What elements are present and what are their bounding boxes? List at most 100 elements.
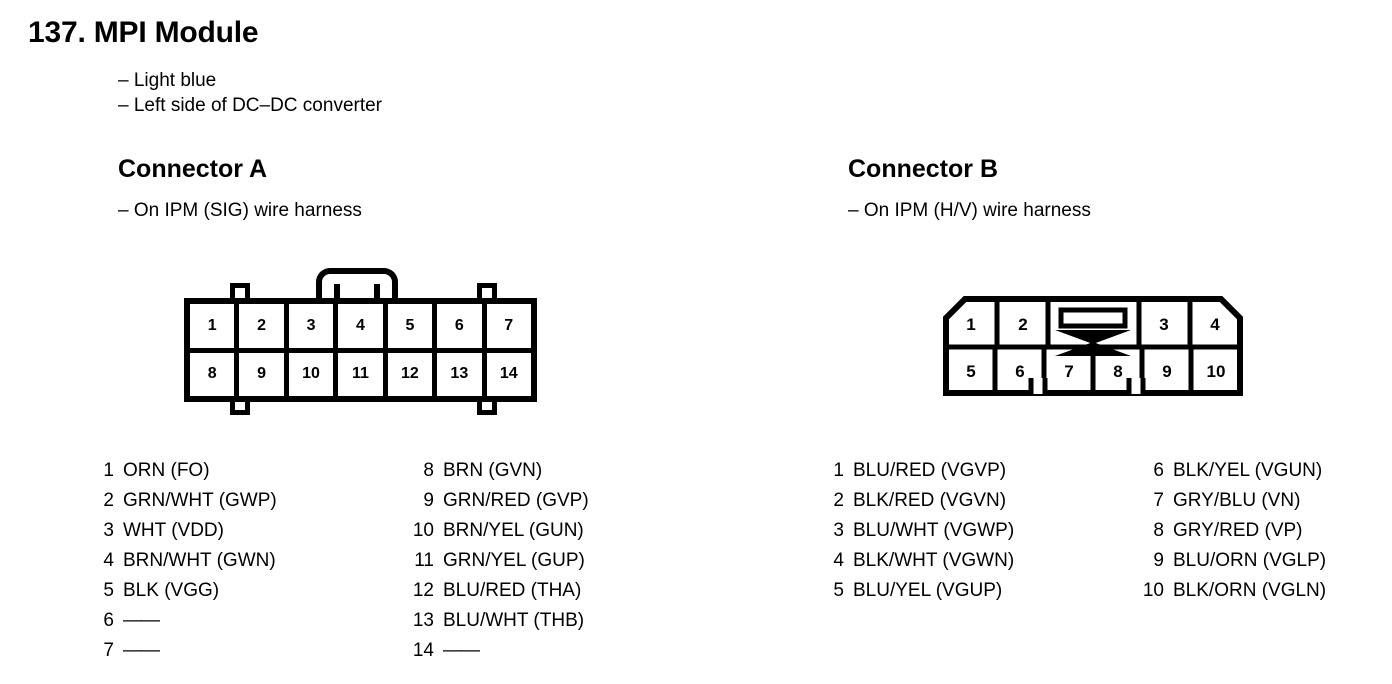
pin-number: 7 bbox=[1153, 490, 1164, 511]
pin-list-item: 6 BLK/YEL (VGUN) bbox=[1136, 456, 1326, 486]
connector-a-pin-cell: 5 bbox=[388, 304, 438, 348]
pin-number: 10 bbox=[412, 520, 434, 541]
pin-label: GRN/YEL (GUP) bbox=[443, 550, 585, 571]
connector-a-pin-cell: 12 bbox=[388, 352, 438, 396]
pin-label: ORN (FO) bbox=[123, 460, 210, 481]
connector-a-pin-cell: 13 bbox=[437, 352, 487, 396]
pin-number: 6 bbox=[1153, 460, 1164, 481]
pin-number: 4 bbox=[833, 550, 844, 571]
connector-a-pin-cell: 14 bbox=[499, 365, 518, 383]
connector-b-subtitle: – On IPM (H/V) wire harness bbox=[848, 200, 1091, 221]
pin-list-item: 12 BLU/RED (THA) bbox=[406, 576, 589, 606]
module-notes: – Light blue – Left side of DC–DC conver… bbox=[118, 68, 382, 118]
connector-b-pin-cell: 1 bbox=[966, 315, 975, 334]
pin-label: BLU/WHT (THB) bbox=[443, 610, 585, 631]
pin-number: 8 bbox=[423, 460, 434, 481]
pin-number: 14 bbox=[412, 640, 434, 661]
connector-a-notch-bottom-left bbox=[230, 398, 250, 415]
pin-label: GRN/WHT (GWP) bbox=[123, 490, 277, 511]
connector-a-housing: 1 2 3 4 5 6 7 8 9 10 11 12 13 14 bbox=[184, 298, 537, 402]
pin-number: 7 bbox=[103, 640, 114, 661]
pin-list-item: 2 GRN/WHT (GWP) bbox=[86, 486, 277, 516]
pin-list-item: 1 ORN (FO) bbox=[86, 456, 277, 486]
module-note: – Left side of DC–DC converter bbox=[118, 95, 383, 116]
pin-label: BLK/ORN (VGLN) bbox=[1173, 580, 1327, 601]
pin-number: 6 bbox=[103, 610, 114, 631]
connector-b-diagram: 1 2 3 4 5 6 7 8 9 10 bbox=[943, 296, 1243, 396]
pin-label: GRN/RED (GVP) bbox=[443, 490, 589, 511]
connector-a-pin-cell: 8 bbox=[190, 352, 240, 396]
connector-a-pin-cell: 9 bbox=[239, 352, 289, 396]
pin-label: —— bbox=[443, 640, 480, 661]
connector-a-notch-bottom-right bbox=[477, 398, 497, 415]
pin-label: GRY/BLU (VN) bbox=[1173, 490, 1301, 511]
pin-number: 2 bbox=[103, 490, 114, 511]
pin-label: BLU/RED (THA) bbox=[443, 580, 582, 601]
pin-list-item: 8 BRN (GVN) bbox=[406, 456, 589, 486]
pin-label: —— bbox=[123, 610, 160, 631]
pin-number: 8 bbox=[1153, 520, 1164, 541]
pin-label: GRY/RED (VP) bbox=[1173, 520, 1303, 541]
connector-a-pin-cell: 6 bbox=[437, 304, 487, 348]
pin-number: 4 bbox=[103, 550, 114, 571]
connector-a-pin-cell: 3 bbox=[289, 304, 339, 348]
connector-b-heading: Connector B bbox=[848, 155, 998, 183]
connector-a-pin-cell: 2 bbox=[239, 304, 289, 348]
pin-number: 2 bbox=[833, 490, 844, 511]
pin-list-item: 6 —— bbox=[86, 606, 277, 636]
pin-label: BLK/RED (VGVN) bbox=[853, 490, 1007, 511]
pin-label: BLU/WHT (VGWP) bbox=[853, 520, 1015, 541]
connector-a-pin-cell: 10 bbox=[289, 352, 339, 396]
pin-number: 12 bbox=[412, 580, 434, 601]
connector-a-pin-cell: 11 bbox=[338, 352, 388, 396]
pin-number: 1 bbox=[103, 460, 114, 481]
pin-list-item: 4 BRN/WHT (GWN) bbox=[86, 546, 277, 576]
pin-label: BRN/YEL (GUN) bbox=[443, 520, 584, 541]
pin-number: 5 bbox=[103, 580, 114, 601]
pin-label: BLK/WHT (VGWN) bbox=[853, 550, 1015, 571]
pin-number: 3 bbox=[103, 520, 114, 541]
pin-list-item: 4 BLK/WHT (VGWN) bbox=[816, 546, 1014, 576]
pin-list-item: 3 BLU/WHT (VGWP) bbox=[816, 516, 1014, 546]
pin-number: 9 bbox=[1153, 550, 1164, 571]
pin-label: BRN/WHT (GWN) bbox=[123, 550, 276, 571]
connector-b-notch-right bbox=[1129, 378, 1143, 394]
connector-b-pin-cell: 8 bbox=[1113, 362, 1122, 381]
connector-a-notch-top-right bbox=[477, 283, 497, 300]
connector-b-housing: 1 2 3 4 5 6 7 8 9 10 bbox=[943, 296, 1243, 396]
connector-b-pin-list-right: 6 BLK/YEL (VGUN) 7 GRY/BLU (VN) 8 GRY/RED (… bbox=[1136, 456, 1326, 606]
connector-b-pin-cell: 5 bbox=[966, 362, 975, 381]
connector-a-pin-cell: 7 bbox=[504, 316, 514, 334]
page-title: 137. MPI Module bbox=[28, 16, 259, 49]
connector-a-pin-row-bottom: 8 9 10 11 12 13 14 bbox=[190, 352, 531, 396]
connector-a-diagram: 1 2 3 4 5 6 7 8 9 10 11 12 13 14 bbox=[178, 262, 548, 415]
connector-b-latch-bar bbox=[1058, 307, 1128, 329]
pin-label: BLU/RED (VGVP) bbox=[853, 460, 1007, 481]
connector-b-pin-cell: 6 bbox=[1015, 362, 1024, 381]
connector-a-heading: Connector A bbox=[118, 155, 268, 183]
connector-b-pin-cell: 9 bbox=[1162, 362, 1171, 381]
pin-label: BRN (GVN) bbox=[443, 460, 543, 481]
connector-b-pin-cell: 4 bbox=[1210, 315, 1220, 334]
connector-b-latch-wedge-upper bbox=[1055, 330, 1131, 344]
pin-list-item: 7 GRY/BLU (VN) bbox=[1136, 486, 1326, 516]
pin-label: BLK (VGG) bbox=[123, 580, 220, 601]
connector-b-pin-cell: 7 bbox=[1064, 362, 1073, 381]
pin-list-item: 10 BRN/YEL (GUN) bbox=[406, 516, 589, 546]
pin-label: BLK/YEL (VGUN) bbox=[1173, 460, 1323, 481]
connector-b-pin-cell: 2 bbox=[1018, 315, 1027, 334]
pin-number: 3 bbox=[833, 520, 844, 541]
connector-b-pin-cell: 10 bbox=[1207, 362, 1226, 381]
connector-a-pin-row-top: 1 2 3 4 5 6 7 bbox=[190, 304, 531, 353]
pin-list-item: 2 BLK/RED (VGVN) bbox=[816, 486, 1014, 516]
